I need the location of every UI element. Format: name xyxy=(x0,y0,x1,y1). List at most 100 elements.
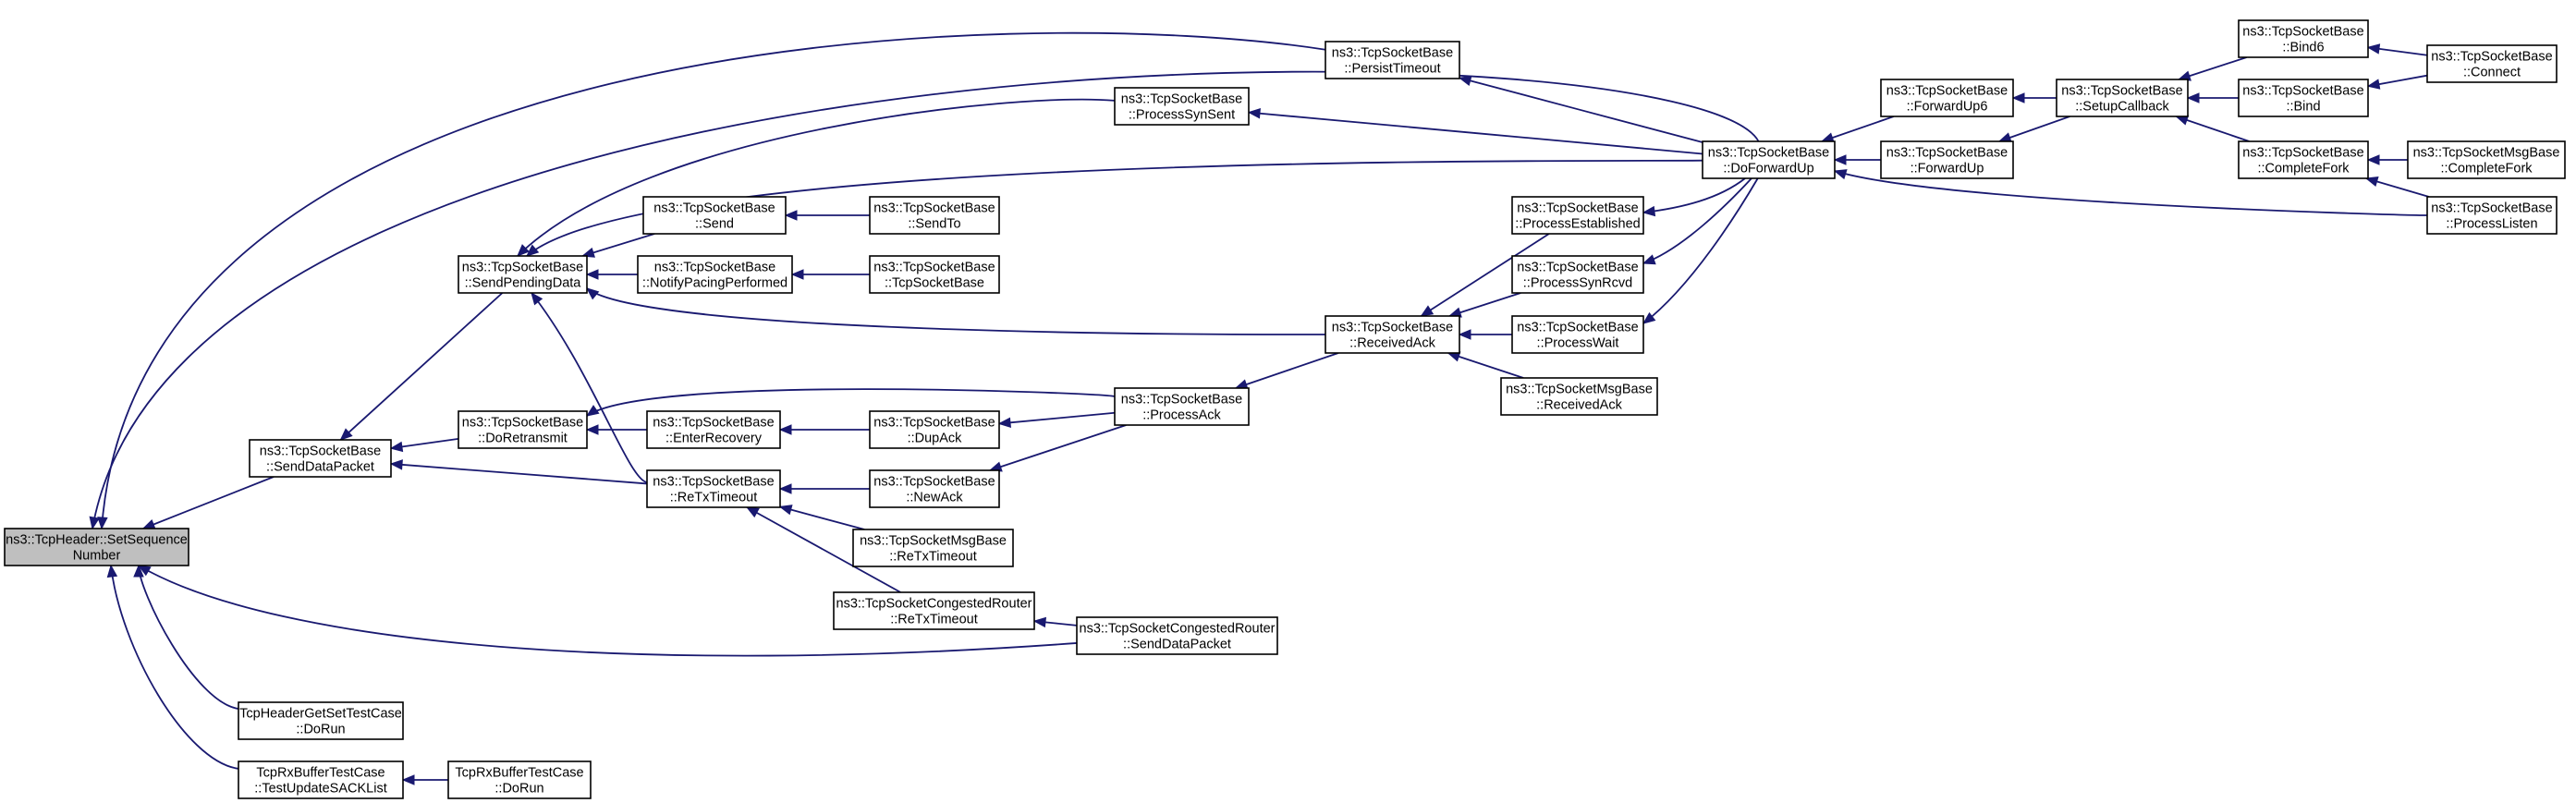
node-label: ns3::TcpSocketCongestedRouter xyxy=(1080,622,1276,637)
node-cong_retx[interactable]: ns3::TcpSocketCongestedRouter::ReTxTimeo… xyxy=(833,591,1035,630)
arrow-head xyxy=(2364,176,2379,188)
node-label: ns3::TcpSocketBase xyxy=(1517,261,1638,275)
node-dupack[interactable]: ns3::TcpSocketBase::DupAck xyxy=(869,410,1000,449)
arrow-head xyxy=(778,424,792,435)
node-doretx[interactable]: ns3::TcpSocketBase::DoRetransmit xyxy=(458,410,588,449)
node-bind[interactable]: ns3::TcpSocketBase::Bind xyxy=(2238,79,2369,117)
node-label: ::ProcessListen xyxy=(2446,217,2537,232)
arrow-head xyxy=(389,441,404,453)
node-hdr_dorun[interactable]: TcpHeaderGetSetTestCase::DoRun xyxy=(238,701,404,740)
node-newack[interactable]: ns3::TcpSocketBase::NewAck xyxy=(869,469,1000,508)
edge-procack-to-newack xyxy=(989,424,1127,471)
edge-dofwd-to-spd xyxy=(526,159,1703,257)
arrow-head xyxy=(1642,205,1656,217)
node-retx[interactable]: ns3::TcpSocketBase::ReTxTimeout xyxy=(646,469,781,508)
edge-recvack-to-procack xyxy=(1235,352,1339,389)
node-connect[interactable]: ns3::TcpSocketBase::Connect xyxy=(2426,44,2558,83)
node-label: ns3::TcpSocketBase xyxy=(1517,201,1638,216)
node-recvack[interactable]: ns3::TcpSocketBase::ReceivedAck xyxy=(1325,315,1460,354)
arrow-head xyxy=(1420,305,1435,317)
node-box xyxy=(458,410,588,449)
node-label: ns3::TcpSocketBase xyxy=(873,475,995,490)
node-send[interactable]: ns3::TcpSocketBase::Send xyxy=(642,196,787,235)
node-label: ns3::TcpSocketBase xyxy=(653,475,774,490)
node-label: ns3::TcpHeader::SetSequence xyxy=(6,533,188,548)
arrow-head xyxy=(133,564,144,578)
node-ctor[interactable]: ns3::TcpSocketBase::TcpSocketBase xyxy=(869,255,1000,294)
node-compfork[interactable]: ns3::TcpSocketBase::CompleteFork xyxy=(2238,140,2369,179)
node-layer: ns3::TcpHeader::SetSequenceNumberns3::Tc… xyxy=(4,19,2566,799)
node-procest[interactable]: ns3::TcpSocketBase::ProcessEstablished xyxy=(1511,196,1644,235)
node-procsynrcvd[interactable]: ns3::TcpSocketBase::ProcessSynRcvd xyxy=(1511,255,1644,294)
node-rxb_sack[interactable]: TcpRxBufferTestCase::TestUpdateSACKList xyxy=(238,760,404,799)
node-box xyxy=(1500,377,1658,416)
node-box xyxy=(249,439,392,478)
node-spd[interactable]: ns3::TcpSocketBase::SendPendingData xyxy=(458,255,588,294)
node-cong_sdp[interactable]: ns3::TcpSocketCongestedRouter::SendDataP… xyxy=(1076,616,1278,655)
node-box xyxy=(1114,387,1250,426)
node-sdp[interactable]: ns3::TcpSocketBase::SendDataPacket xyxy=(249,439,392,478)
node-box xyxy=(646,410,781,449)
node-label: ns3::TcpSocketBase xyxy=(1121,92,1242,107)
node-box xyxy=(1880,79,2014,117)
edge-procsynsent-to-spd xyxy=(517,98,1116,257)
node-enterrec[interactable]: ns3::TcpSocketBase::EnterRecovery xyxy=(646,410,781,449)
node-box xyxy=(2426,44,2558,83)
node-label: ::ForwardUp6 xyxy=(1907,100,1988,115)
node-box xyxy=(4,528,189,566)
node-msg_recvack[interactable]: ns3::TcpSocketMsgBase::ReceivedAck xyxy=(1500,377,1658,416)
node-label: ::Bind xyxy=(2286,100,2320,115)
node-msg_compfork[interactable]: ns3::TcpSocketMsgBase::CompleteFork xyxy=(2407,140,2566,179)
node-sendto[interactable]: ns3::TcpSocketBase::SendTo xyxy=(869,196,1000,235)
node-box xyxy=(458,255,588,294)
node-procsynsent[interactable]: ns3::TcpSocketBase::ProcessSynSent xyxy=(1114,87,1250,126)
arrow-head xyxy=(1247,108,1261,119)
node-notify[interactable]: ns3::TcpSocketBase::NotifyPacingPerforme… xyxy=(637,255,793,294)
node-label: ::Send xyxy=(695,217,734,232)
arrow-head xyxy=(2366,154,2380,165)
arrow-head xyxy=(389,459,403,470)
node-label: ::ProcessWait xyxy=(1537,336,1619,351)
node-label: ::DoRun xyxy=(296,723,345,737)
node-label: ::ReTxTimeout xyxy=(889,550,977,565)
node-label: ns3::TcpSocketBase xyxy=(260,444,381,459)
node-box xyxy=(2238,19,2369,58)
node-box xyxy=(2238,79,2369,117)
node-label: ::DupAck xyxy=(908,432,963,446)
arrow-head xyxy=(778,483,792,494)
node-label: ::SetupCallback xyxy=(2075,100,2169,115)
node-label: ns3::TcpSocketBase xyxy=(1121,393,1242,408)
edge-dofwd-to-procsynrcvd xyxy=(1642,177,1752,264)
node-box xyxy=(2407,140,2566,179)
node-box xyxy=(1511,315,1644,354)
node-dofwd[interactable]: ns3::TcpSocketBase::DoForwardUp xyxy=(1702,140,1836,179)
node-box xyxy=(869,410,1000,449)
edge-dofwd-to-procwait xyxy=(1642,177,1759,324)
node-fwd6[interactable]: ns3::TcpSocketBase::ForwardUp6 xyxy=(1880,79,2014,117)
node-box xyxy=(637,255,793,294)
node-label: ::Connect xyxy=(2463,66,2521,80)
node-label: ns3::TcpSocketBase xyxy=(873,201,995,216)
node-persist[interactable]: ns3::TcpSocketBase::PersistTimeout xyxy=(1325,41,1460,79)
node-box xyxy=(447,760,592,799)
node-bind6[interactable]: ns3::TcpSocketBase::Bind6 xyxy=(2238,19,2369,58)
node-proclisten[interactable]: ns3::TcpSocketBase::ProcessListen xyxy=(2426,196,2558,235)
edge-dofwd-to-root xyxy=(92,70,1760,529)
node-label: ::TestUpdateSACKList xyxy=(254,782,386,797)
node-msg_retx[interactable]: ns3::TcpSocketMsgBase::ReTxTimeout xyxy=(852,529,1014,567)
node-label: ::CompleteFork xyxy=(2257,162,2350,176)
node-fwd[interactable]: ns3::TcpSocketBase::ForwardUp xyxy=(1880,140,2014,179)
node-procwait[interactable]: ns3::TcpSocketBase::ProcessWait xyxy=(1511,315,1644,354)
node-setupcb[interactable]: ns3::TcpSocketBase::SetupCallback xyxy=(2056,79,2189,117)
arrow-head xyxy=(97,517,108,530)
node-box xyxy=(869,469,1000,508)
node-box xyxy=(1325,41,1460,79)
arrow-head xyxy=(585,405,600,417)
node-label: ::ReceivedAck xyxy=(1349,336,1435,351)
arrow-head xyxy=(1458,329,1471,340)
node-label: ns3::TcpSocketBase xyxy=(873,261,995,275)
node-label: TcpHeaderGetSetTestCase xyxy=(239,707,402,722)
node-procack[interactable]: ns3::TcpSocketBase::ProcessAck xyxy=(1114,387,1250,426)
node-rxb_dorun[interactable]: TcpRxBufferTestCase::DoRun xyxy=(447,760,592,799)
